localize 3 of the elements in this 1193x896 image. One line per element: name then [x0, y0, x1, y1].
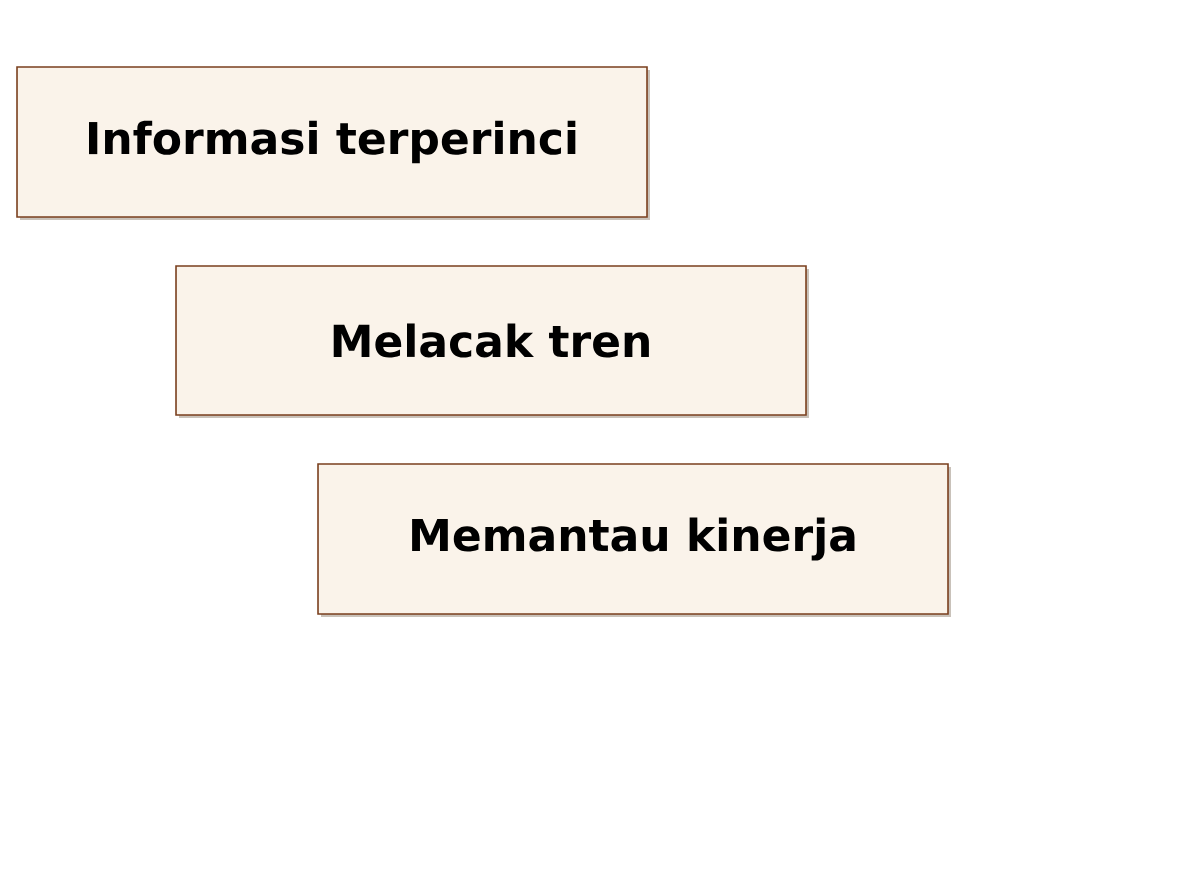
process-box: Melacak tren	[175, 265, 809, 418]
process-box: Memantau kinerja	[317, 463, 951, 617]
process-box: Informasi terperinci	[16, 66, 650, 220]
